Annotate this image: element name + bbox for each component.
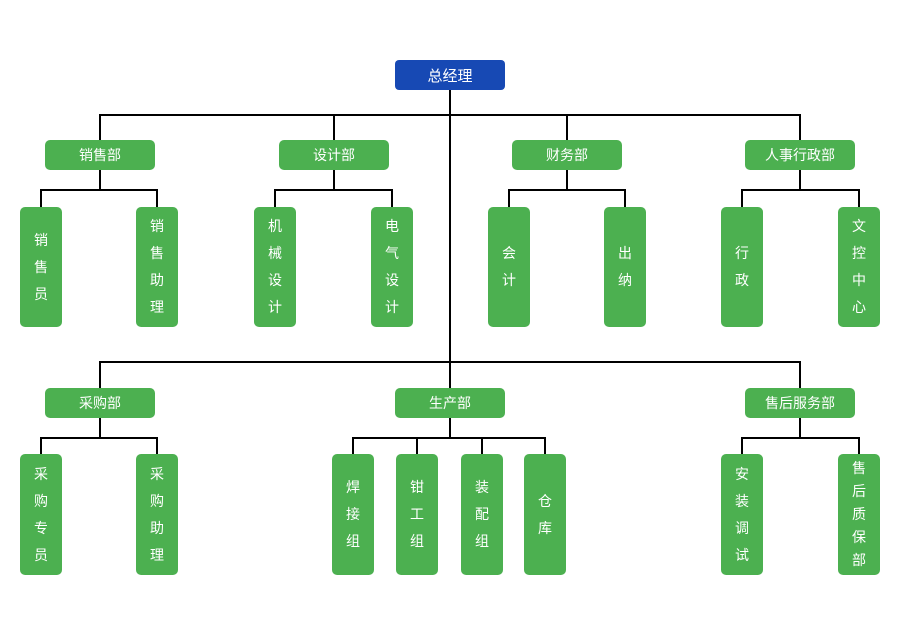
node-label: 采购专员	[34, 465, 48, 563]
node-label: 售后质保部	[852, 460, 866, 568]
connector-aftersales-stem	[799, 418, 801, 439]
connector-drop-doc-control	[858, 189, 860, 207]
node-label: 总经理	[427, 67, 473, 85]
node-assembly-group[interactable]: 装配组	[461, 454, 503, 575]
node-label: 销售部	[79, 147, 121, 163]
connector-finance-stem	[566, 170, 568, 191]
connector-row1-bus	[99, 114, 801, 116]
node-label: 售后服务部	[765, 395, 835, 411]
connector-drop-hr-admin-dept	[799, 114, 801, 140]
connector-hr-admin-stem	[799, 170, 801, 191]
connector-drop-aftersales-qa	[858, 437, 860, 454]
node-electrical-design[interactable]: 电气设计	[371, 207, 413, 327]
node-label: 仓库	[538, 492, 552, 536]
node-accountant[interactable]: 会计	[488, 207, 530, 327]
node-purchasing-assistant[interactable]: 采购助理	[136, 454, 178, 575]
connector-drop-installation	[741, 437, 743, 454]
node-label: 机械设计	[268, 218, 282, 315]
connector-drop-welding-group	[352, 437, 354, 454]
connector-drop-purchasing-specialist	[40, 437, 42, 454]
node-label: 焊接组	[346, 479, 360, 549]
node-aftersales-qa-dept[interactable]: 售后质保部	[838, 454, 880, 575]
node-label: 财务部	[546, 147, 588, 163]
node-label: 安装调试	[735, 465, 749, 563]
node-salesperson[interactable]: 销售员	[20, 207, 62, 327]
connector-drop-aftersales-dept	[799, 361, 801, 388]
connector-drop-sales-dept	[99, 114, 101, 140]
connector-aftersales-bus	[741, 437, 860, 439]
node-label: 行政	[735, 245, 749, 288]
node-warehouse[interactable]: 仓库	[524, 454, 566, 575]
connector-root-spine	[449, 90, 451, 362]
node-welding-group[interactable]: 焊接组	[332, 454, 374, 575]
node-hr-admin-dept[interactable]: 人事行政部	[745, 140, 855, 170]
connector-drop-accountant	[508, 189, 510, 207]
node-sales-dept[interactable]: 销售部	[45, 140, 155, 170]
node-label: 文控中心	[852, 218, 866, 315]
node-admin[interactable]: 行政	[721, 207, 763, 327]
connector-drop-finance-dept	[566, 114, 568, 140]
connector-hr-admin-bus	[741, 189, 860, 191]
node-label: 销售助理	[150, 218, 164, 315]
connector-sales-stem	[99, 170, 101, 191]
node-purchasing-dept[interactable]: 采购部	[45, 388, 155, 418]
node-label: 采购部	[79, 395, 121, 411]
connector-purchasing-stem	[99, 418, 101, 439]
connector-design-stem	[333, 170, 335, 191]
node-label: 出纳	[618, 245, 632, 288]
connector-drop-admin	[741, 189, 743, 207]
node-label: 钳工组	[410, 479, 424, 549]
node-label: 装配组	[475, 479, 489, 549]
node-label: 采购助理	[150, 465, 164, 563]
node-label: 设计部	[313, 147, 355, 163]
connector-drop-production-dept	[449, 361, 451, 388]
node-installation-commissioning[interactable]: 安装调试	[721, 454, 763, 575]
connector-drop-mechanical-design	[274, 189, 276, 207]
connector-drop-sales-assistant	[156, 189, 158, 207]
connector-drop-salesperson	[40, 189, 42, 207]
node-label: 销售员	[34, 231, 48, 302]
node-cashier[interactable]: 出纳	[604, 207, 646, 327]
connector-drop-purchasing-assistant	[156, 437, 158, 454]
node-design-dept[interactable]: 设计部	[279, 140, 389, 170]
node-general-manager[interactable]: 总经理	[395, 60, 505, 90]
node-purchasing-specialist[interactable]: 采购专员	[20, 454, 62, 575]
node-label: 生产部	[429, 395, 471, 411]
node-aftersales-dept[interactable]: 售后服务部	[745, 388, 855, 418]
connector-drop-warehouse	[544, 437, 546, 454]
node-doc-control-center[interactable]: 文控中心	[838, 207, 880, 327]
connector-sales-bus	[40, 189, 158, 191]
connector-drop-design-dept	[333, 114, 335, 140]
connector-drop-electrical-design	[391, 189, 393, 207]
connector-finance-bus	[508, 189, 626, 191]
connector-production-bus	[352, 437, 546, 439]
connector-design-bus	[274, 189, 393, 191]
node-mechanical-design[interactable]: 机械设计	[254, 207, 296, 327]
connector-drop-fitter-group	[416, 437, 418, 454]
node-fitter-group[interactable]: 钳工组	[396, 454, 438, 575]
node-finance-dept[interactable]: 财务部	[512, 140, 622, 170]
connector-drop-cashier	[624, 189, 626, 207]
connector-purchasing-bus	[40, 437, 158, 439]
node-production-dept[interactable]: 生产部	[395, 388, 505, 418]
connector-production-stem	[449, 418, 451, 439]
connector-drop-assembly-group	[481, 437, 483, 454]
node-label: 电气设计	[385, 218, 399, 315]
connector-drop-purchasing-dept	[99, 361, 101, 388]
node-label: 会计	[502, 245, 516, 288]
node-sales-assistant[interactable]: 销售助理	[136, 207, 178, 327]
node-label: 人事行政部	[765, 147, 835, 163]
